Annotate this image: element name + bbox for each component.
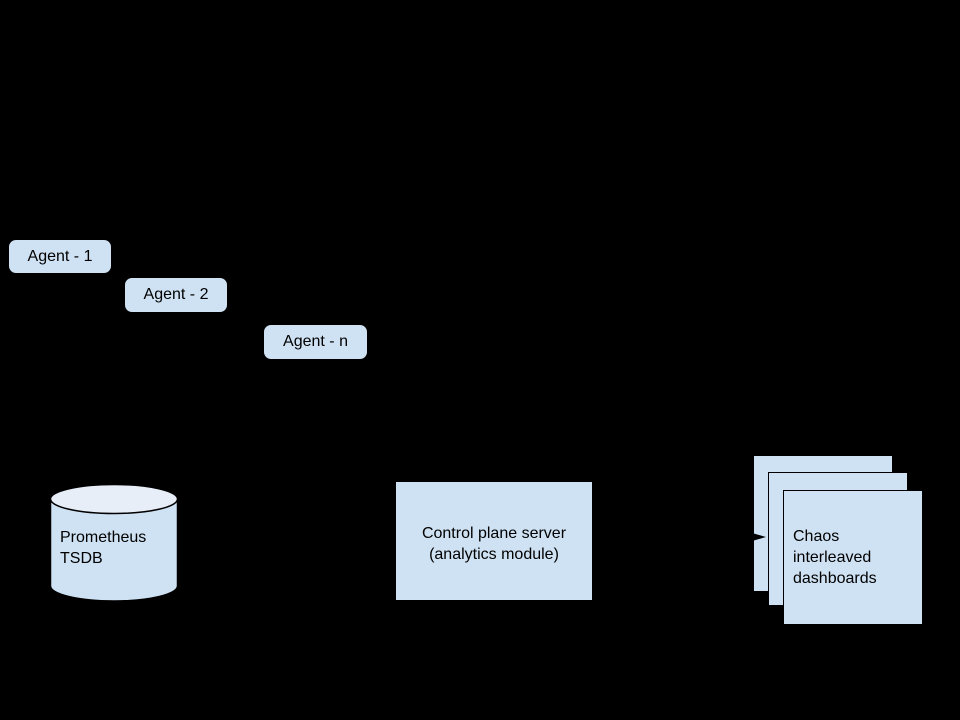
- agent-2-label: Agent - 2: [143, 286, 209, 303]
- agent-1-label: Agent - 1: [27, 247, 93, 265]
- connector-control-to-dashboards: [593, 537, 745, 538]
- control-plane-label-line1: Control plane server: [421, 524, 567, 542]
- dashboards-label: Chaos interleaved dashboards: [793, 526, 877, 589]
- dashboard-card-front: Chaos interleaved dashboards: [783, 490, 923, 625]
- agent-n-node: Agent - n: [263, 324, 368, 360]
- tsdb-label-line2: TSDB: [60, 550, 103, 567]
- control-plane-label-line2: (analytics module): [429, 545, 559, 563]
- agent-1-node: Agent - 1: [8, 239, 112, 274]
- tsdb-label-line1: Prometheus: [60, 529, 147, 546]
- dashboards-label-line3: dashboards: [793, 570, 877, 587]
- agent-n-label: Agent - n: [283, 333, 348, 350]
- database-cylinder-icon: [49, 483, 179, 602]
- prometheus-tsdb-node: Prometheus TSDB: [49, 483, 179, 603]
- arrowhead-icon: [745, 531, 766, 543]
- control-plane-node: Control plane server (analytics module): [395, 481, 593, 601]
- tsdb-label: Prometheus TSDB: [60, 527, 146, 569]
- dashboards-label-line2: interleaved: [793, 549, 872, 566]
- dashboards-label-line1: Chaos: [793, 528, 840, 545]
- agent-2-node: Agent - 2: [124, 277, 228, 313]
